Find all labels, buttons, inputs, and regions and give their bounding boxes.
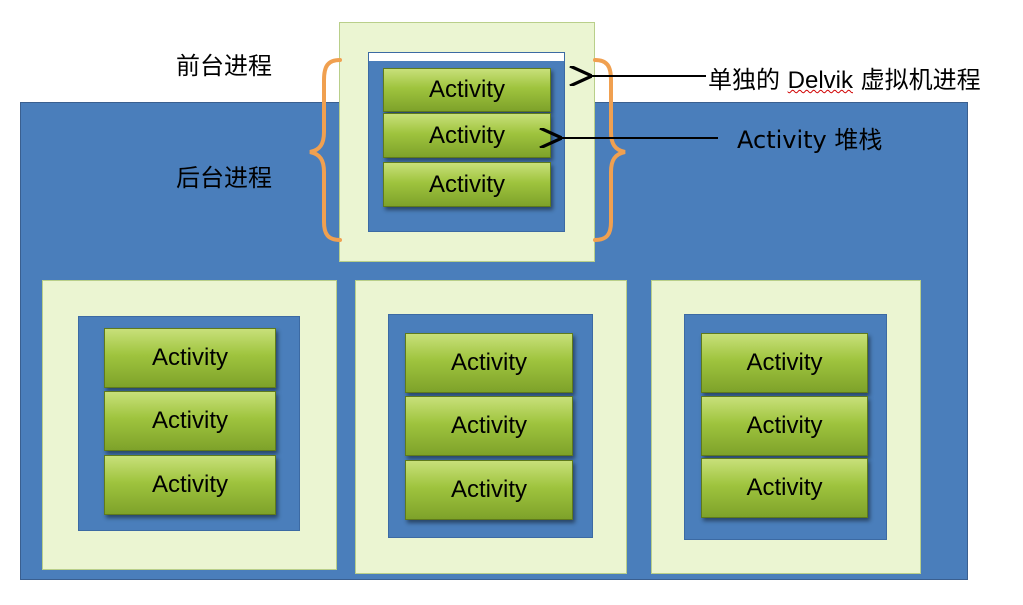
activity-box: Activity bbox=[701, 458, 868, 518]
activity-box: Activity bbox=[383, 113, 551, 158]
dalvik-label-suffix: 虚拟机进程 bbox=[852, 66, 981, 94]
activity-box: Activity bbox=[405, 460, 573, 520]
background-process-label: 后台进程 bbox=[176, 164, 272, 192]
right-brace bbox=[593, 58, 626, 242]
activity-box: Activity bbox=[383, 68, 551, 112]
activity-box: Activity bbox=[104, 328, 276, 388]
dalvik-label-prefix: 单独的 bbox=[708, 66, 788, 94]
dalvik-vm-label: 单独的 Delvik 虚拟机进程 bbox=[708, 60, 981, 95]
activity-box: Activity bbox=[701, 333, 868, 393]
activity-box: Activity bbox=[104, 391, 276, 451]
activity-stack-label: Activity 堆栈 bbox=[737, 126, 883, 154]
dalvik-label-word: Delvik bbox=[787, 67, 853, 94]
activity-box: Activity bbox=[405, 396, 573, 456]
activity-box: Activity bbox=[383, 162, 551, 207]
foreground-process-label: 前台进程 bbox=[176, 52, 272, 80]
activity-box: Activity bbox=[701, 396, 868, 456]
activity-box: Activity bbox=[104, 455, 276, 515]
activity-box: Activity bbox=[405, 333, 573, 393]
left-brace bbox=[309, 58, 342, 242]
